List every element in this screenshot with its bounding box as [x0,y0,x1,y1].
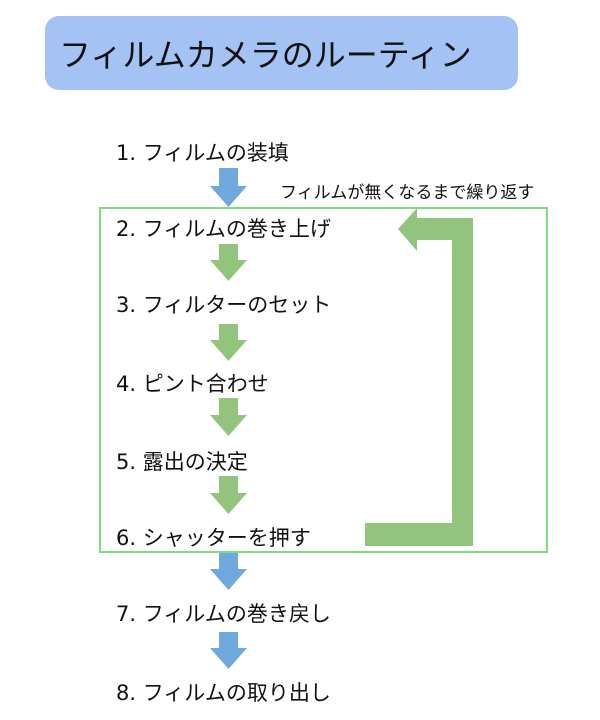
step-5: 5. 露出の決定 [116,450,248,474]
step-3: 3. フィルターのセット [116,293,332,317]
down-arrow-icon [210,324,247,361]
step-6: 6. シャッターを押す [116,526,311,550]
title-banner: フィルムカメラのルーティン [45,16,518,90]
loop-label: フィルムが無くなるまで繰り返す [280,183,535,203]
repeat-loop-box [99,207,548,553]
down-arrow-icon [210,476,247,514]
down-arrow-icon [210,168,247,207]
down-arrow-icon [210,398,247,436]
step-1: 1. フィルムの装填 [116,141,289,165]
down-arrow-icon [210,632,247,669]
down-arrow-icon [210,244,247,281]
loop-back-arrow-icon [365,208,473,546]
step-7: 7. フィルムの巻き戻し [116,602,331,626]
step-4: 4. ピント合わせ [116,372,269,396]
page-title: フィルムカメラのルーティン [59,36,472,74]
step-2: 2. フィルムの巻き上げ [116,217,331,241]
step-8: 8. フィルムの取り出し [116,681,331,705]
down-arrow-icon [210,553,247,590]
